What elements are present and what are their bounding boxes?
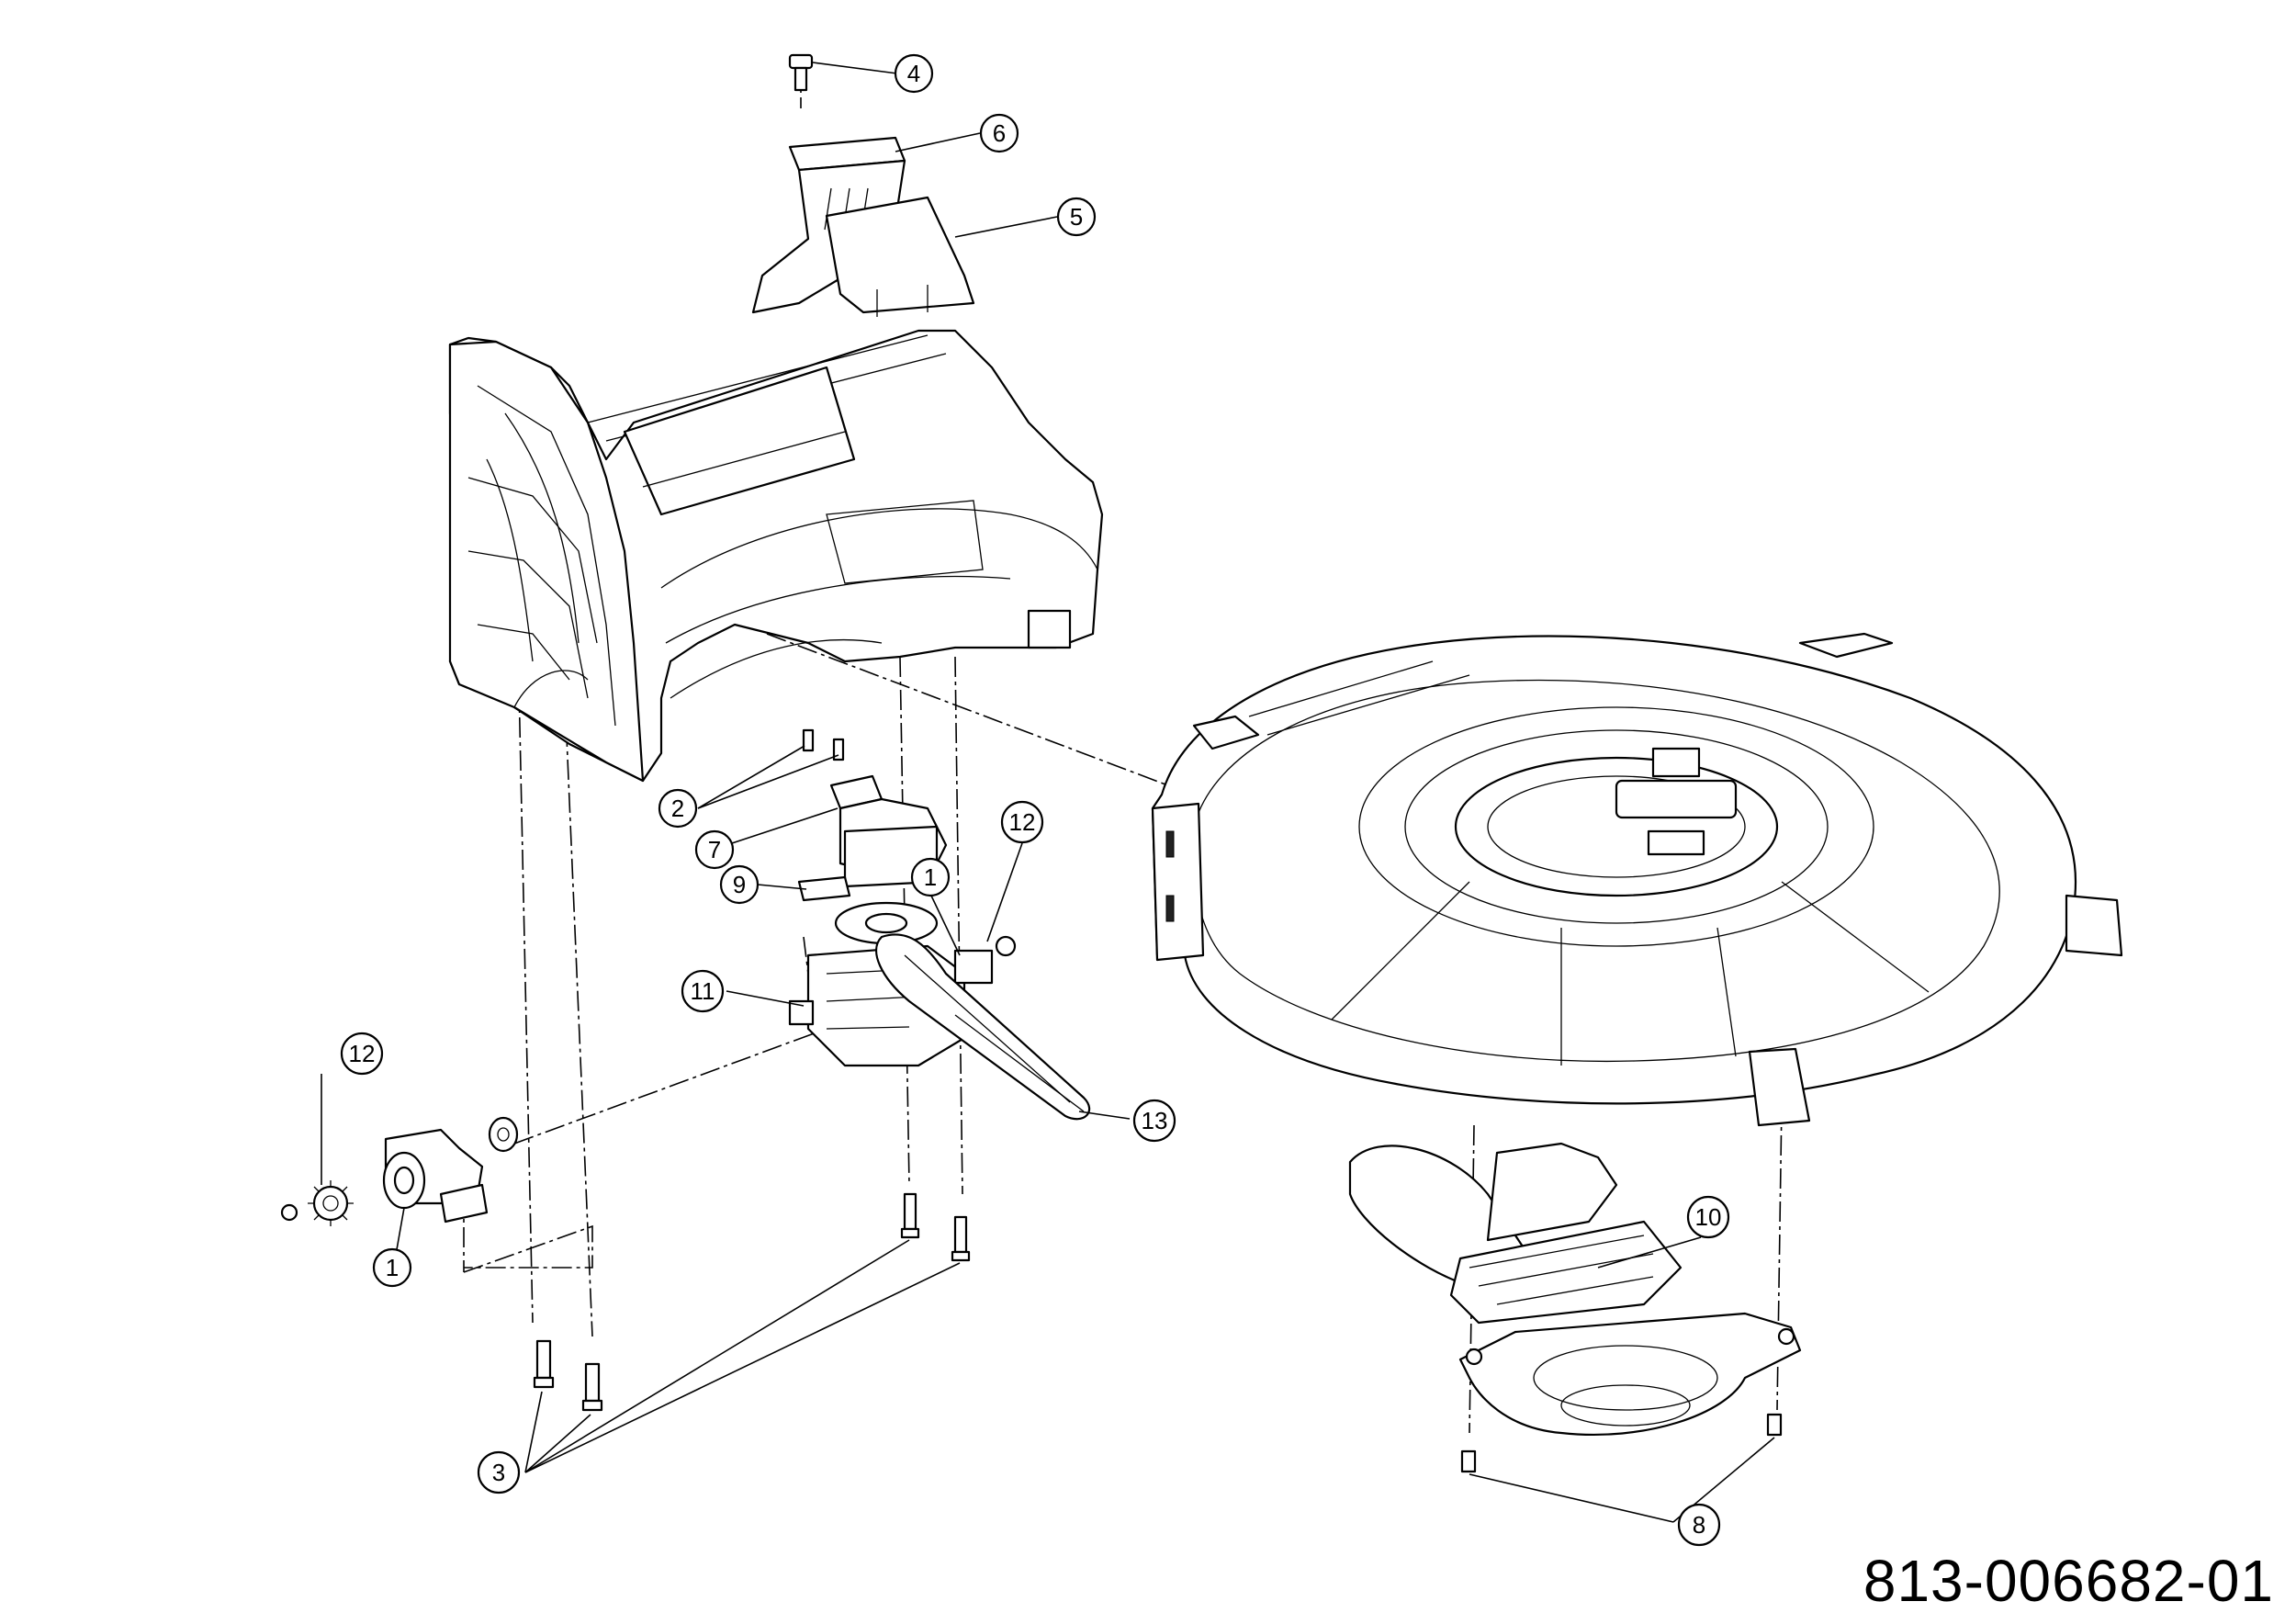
callout-label-13: 13 bbox=[1142, 1107, 1168, 1134]
callout-10: 10 bbox=[1686, 1195, 1730, 1239]
callout-label-7: 7 bbox=[708, 836, 721, 863]
callout-label-1-wheel: 1 bbox=[386, 1254, 399, 1281]
bracket-7-9 bbox=[797, 728, 948, 902]
callout-6: 6 bbox=[979, 113, 1019, 153]
bolt-4 bbox=[788, 53, 814, 92]
callout-9: 9 bbox=[719, 864, 760, 905]
callout-label-12-wheel: 12 bbox=[349, 1040, 376, 1067]
callout-label-5: 5 bbox=[1070, 203, 1083, 231]
rear-housing bbox=[448, 329, 1104, 783]
callout-label-12-gearbox: 12 bbox=[1009, 808, 1036, 836]
callout-label-3: 3 bbox=[492, 1459, 505, 1486]
callout-5: 5 bbox=[1056, 197, 1097, 237]
callout-11: 11 bbox=[681, 969, 725, 1013]
callouts: 4 6 5 2 7 9 1 12 11 12 13 1 10 3 8 bbox=[340, 53, 1730, 1547]
callout-label-11: 11 bbox=[691, 977, 715, 1005]
callout-label-4: 4 bbox=[907, 60, 920, 87]
callout-3: 3 bbox=[477, 1450, 521, 1494]
callout-label-8: 8 bbox=[1693, 1511, 1705, 1539]
callout-1-gearbox: 1 bbox=[910, 857, 951, 897]
callout-label-6: 6 bbox=[993, 119, 1006, 147]
callout-label-10: 10 bbox=[1695, 1203, 1722, 1231]
leader-lines bbox=[321, 62, 1775, 1523]
callout-13: 13 bbox=[1132, 1099, 1176, 1143]
mower-deck bbox=[1151, 632, 2123, 1127]
cover-5 bbox=[825, 196, 975, 317]
callout-label-2: 2 bbox=[671, 795, 684, 822]
callout-7: 7 bbox=[694, 829, 735, 870]
rear-chute-10 bbox=[1348, 1142, 1802, 1437]
belt-13 bbox=[875, 933, 1091, 1121]
callout-label-9: 9 bbox=[733, 871, 746, 898]
callout-12-gearbox: 12 bbox=[1000, 800, 1044, 844]
bracket-6 bbox=[751, 136, 906, 314]
callout-8: 8 bbox=[1677, 1503, 1721, 1547]
callout-2: 2 bbox=[658, 788, 698, 829]
callout-label-1-gearbox: 1 bbox=[924, 863, 937, 891]
screws bbox=[533, 1192, 1783, 1473]
callout-1-wheel: 1 bbox=[372, 1247, 412, 1288]
callout-4: 4 bbox=[894, 53, 934, 94]
wheel-assembly-left bbox=[280, 1116, 519, 1226]
alignment-lines bbox=[463, 64, 1783, 1434]
callout-12-wheel: 12 bbox=[340, 1032, 384, 1076]
document-number: 813-006682-01 bbox=[1863, 1548, 2274, 1614]
